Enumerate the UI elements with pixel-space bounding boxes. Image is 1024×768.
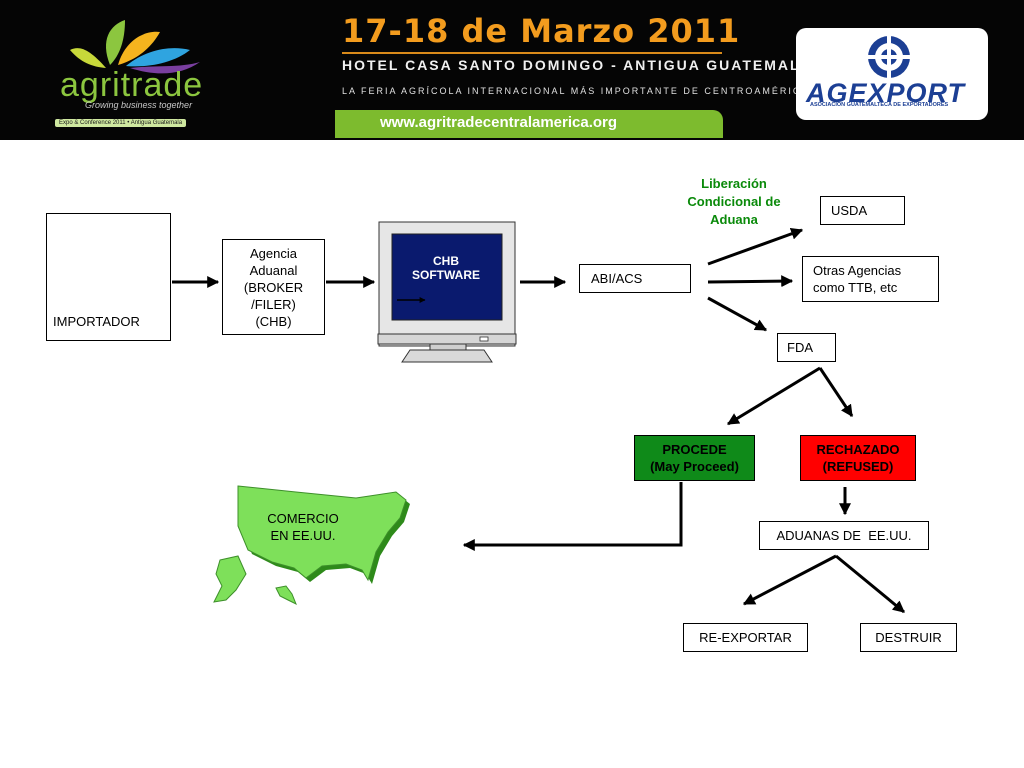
- abi-acs-box: ABI/ACS: [579, 264, 691, 293]
- agexport-wordmark: AGEXPORT: [806, 78, 966, 108]
- broker-line-3: (BROKER: [243, 279, 304, 295]
- broker-line-1: Agencia: [250, 245, 297, 261]
- agexport-globe-icon: [868, 36, 910, 78]
- computer-monitor-icon: [377, 221, 517, 363]
- event-date: 17-18 de Marzo 2011: [342, 12, 741, 50]
- fda-box: FDA: [777, 333, 836, 362]
- broker-box: Agencia Aduanal (BROKER /FILER) (CHB): [222, 239, 325, 335]
- flow-arrows: [172, 228, 905, 614]
- importer-label: IMPORTADOR: [53, 314, 140, 329]
- broker-line-5: (CHB): [255, 313, 292, 329]
- event-url[interactable]: www.agritradecentralamerica.org: [380, 114, 618, 131]
- comercio-label: COMERCIO EN EE.UU.: [255, 510, 351, 544]
- aduanas-box: ADUANAS DE EE.UU.: [759, 521, 929, 550]
- destruir-box: DESTRUIR: [860, 623, 957, 652]
- procede-line-2: (May Proceed): [650, 459, 739, 474]
- chb-software-label: CHB SOFTWARE: [396, 254, 496, 282]
- event-tagline: LA FERIA AGRÍCOLA INTERNACIONAL MÁS IMPO…: [342, 86, 810, 96]
- otras-line-1: Otras Agencias: [813, 263, 902, 278]
- agritrade-leaf-logo-icon: [70, 20, 200, 74]
- broker-line-4: /FILER): [251, 296, 296, 312]
- agritrade-expo-label: Expo & Conference 2011 • Antigua Guatema…: [55, 119, 187, 127]
- url-bar: [335, 110, 723, 138]
- otras-agencias-box: Otras Agencias como TTB, etc: [802, 256, 939, 302]
- importer-box: IMPORTADOR: [46, 213, 171, 341]
- usda-label: USDA: [831, 203, 868, 218]
- fda-label: FDA: [787, 340, 813, 355]
- procede-box: PROCEDE (May Proceed): [634, 435, 755, 481]
- rechazado-line-2: (REFUSED): [822, 459, 894, 474]
- event-venue: HOTEL CASA SANTO DOMINGO - ANTIGUA GUATE…: [342, 57, 813, 73]
- usda-box: USDA: [820, 196, 905, 225]
- reexportar-label: RE-EXPORTAR: [699, 630, 792, 645]
- liberacion-label: Liberación Condicional de Aduana: [670, 175, 798, 229]
- otras-line-2: como TTB, etc: [813, 280, 898, 295]
- chb-line-2: SOFTWARE: [412, 268, 480, 282]
- usa-map-icon: [213, 485, 410, 606]
- abi-acs-label: ABI/ACS: [591, 271, 643, 286]
- agexport-subtitle: ASOCIACION GUATEMALTECA DE EXPORTADORES: [810, 102, 949, 108]
- comercio-line-1: COMERCIO: [267, 511, 339, 526]
- chb-line-1: CHB: [433, 254, 459, 268]
- aduanas-label: ADUANAS DE EE.UU.: [776, 528, 912, 543]
- agritrade-tagline: Growing business together: [85, 100, 193, 110]
- liberacion-line-1: Liberación: [701, 176, 767, 191]
- rechazado-box: RECHAZADO (REFUSED): [800, 435, 916, 481]
- rechazado-line-1: RECHAZADO: [816, 442, 900, 457]
- banner-divider: [342, 52, 722, 54]
- liberacion-line-2: Condicional de: [687, 194, 781, 209]
- procede-line-1: PROCEDE: [662, 442, 727, 457]
- broker-line-2: Aduanal: [249, 262, 298, 278]
- comercio-line-2: EN EE.UU.: [270, 528, 336, 543]
- liberacion-line-3: Aduana: [710, 212, 758, 227]
- destruir-label: DESTRUIR: [875, 630, 942, 645]
- agritrade-wordmark: agritrade: [60, 66, 204, 104]
- reexportar-box: RE-EXPORTAR: [683, 623, 808, 652]
- header-banner: agritrade Growing business together Expo…: [0, 0, 1024, 140]
